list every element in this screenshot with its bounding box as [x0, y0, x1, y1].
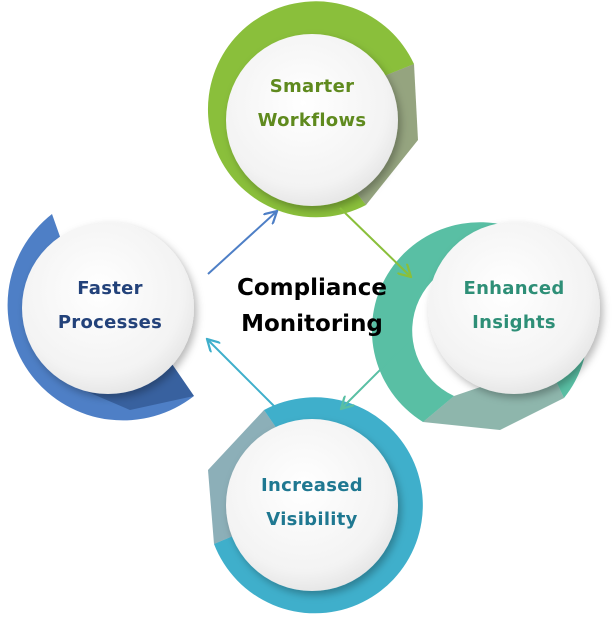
- node-increased-visibility-ring: [208, 397, 423, 614]
- center-title-line-1: Compliance: [236, 275, 387, 301]
- node-label-line-1: Smarter: [269, 76, 355, 97]
- node-label-line-1: Faster: [77, 278, 143, 299]
- node-smarter-workflows-ring: [207, 1, 418, 218]
- node-increased-visibility-label: Increased Visibility: [237, 469, 387, 537]
- node-label-line-2: Insights: [472, 312, 556, 333]
- arrow-visibility-to-faster: [208, 340, 277, 409]
- arrow-faster-to-smarter: [207, 212, 276, 275]
- node-label-line-2: Workflows: [257, 110, 367, 131]
- center-title-line-2: Monitoring: [241, 311, 383, 337]
- arrow-enhanced-to-visibility: [342, 339, 411, 408]
- center-title: Compliance Monitoring: [200, 270, 424, 342]
- node-faster-processes-ring: [7, 214, 194, 421]
- node-label-line-2: Visibility: [266, 509, 358, 530]
- node-smarter-workflows-label: Smarter Workflows: [237, 70, 387, 138]
- node-label-line-2: Processes: [57, 312, 163, 333]
- node-enhanced-insights-label: Enhanced Insights: [439, 272, 589, 340]
- node-enhanced-insights-ring: [371, 222, 600, 430]
- node-faster-processes-label: Faster Processes: [35, 272, 185, 340]
- arrow-smarter-to-enhanced: [339, 207, 410, 276]
- node-label-line-1: Increased: [261, 475, 363, 496]
- node-label-line-1: Enhanced: [463, 278, 565, 299]
